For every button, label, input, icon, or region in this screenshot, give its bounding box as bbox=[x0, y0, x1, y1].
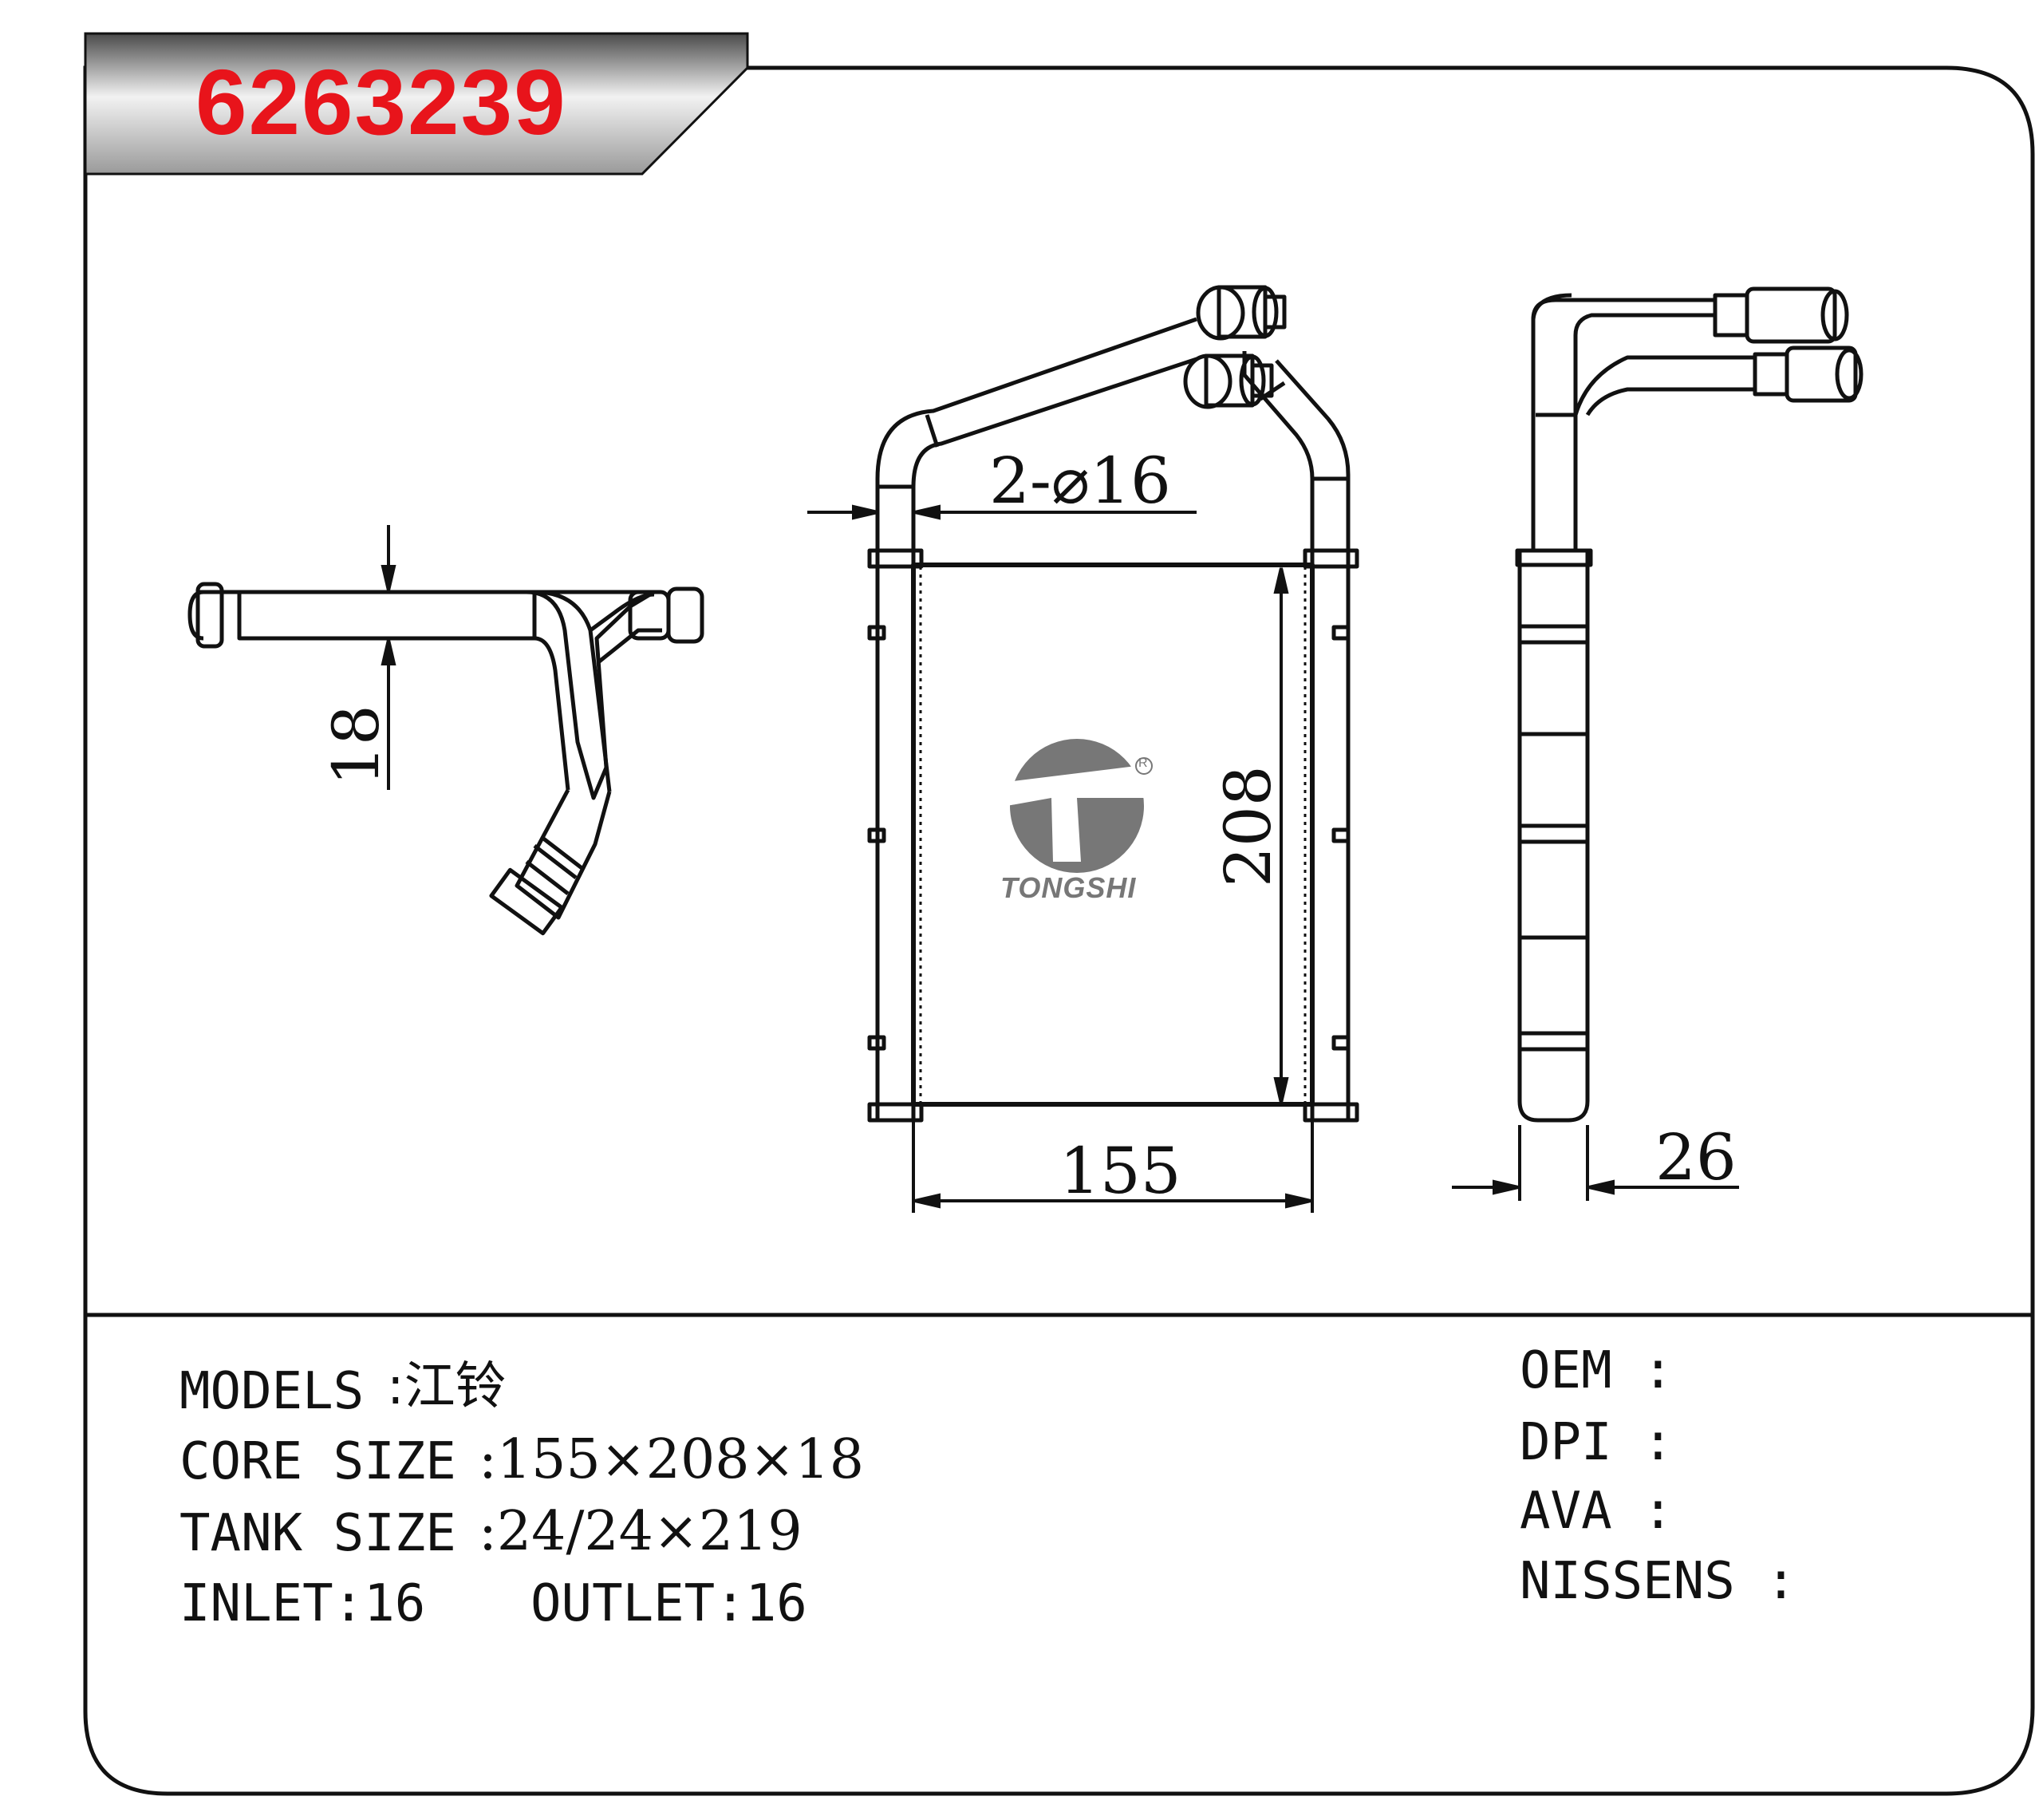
sheet-frame bbox=[83, 65, 2035, 1796]
inlet-label: INLET:16 bbox=[179, 1574, 426, 1633]
brand-logo-text: TONGSHI bbox=[1000, 871, 1137, 904]
part-number-banner bbox=[84, 32, 749, 176]
core-size-value: :155×208×18 bbox=[479, 1428, 864, 1491]
tank-size-label: TANK SIZE bbox=[179, 1504, 456, 1563]
oem-label: OEM : bbox=[1520, 1341, 1674, 1400]
dpi-label: DPI : bbox=[1520, 1413, 1674, 1472]
thickness-dimension bbox=[381, 525, 396, 790]
registered-mark: R bbox=[1138, 756, 1148, 770]
models-label: MODELS bbox=[179, 1362, 365, 1421]
tongshi-logo-mark bbox=[1007, 739, 1153, 873]
ava-label: AVA : bbox=[1520, 1482, 1674, 1541]
side-view bbox=[1515, 286, 1863, 1123]
dim-core-width: 155 bbox=[1059, 1134, 1181, 1208]
core-size-label: CORE SIZE bbox=[179, 1432, 456, 1491]
dim-depth: 26 bbox=[1655, 1120, 1737, 1194]
top-view bbox=[187, 582, 704, 936]
models-value: :江铃 bbox=[387, 1357, 507, 1416]
outlet-label: OUTLET:16 bbox=[530, 1574, 807, 1633]
dim-core-thickness: 18 bbox=[319, 705, 393, 786]
front-dimensions bbox=[807, 504, 1314, 1213]
dim-core-height: 208 bbox=[1211, 765, 1285, 887]
tank-size-value: :24/24×219 bbox=[479, 1500, 803, 1563]
nissens-label: NISSENS : bbox=[1520, 1552, 1796, 1611]
dim-pipe-diameter: 2-⌀16 bbox=[989, 444, 1171, 518]
front-view bbox=[867, 285, 1359, 1123]
part-number: 6263239 bbox=[195, 50, 567, 154]
depth-dimension bbox=[1452, 1125, 1739, 1201]
